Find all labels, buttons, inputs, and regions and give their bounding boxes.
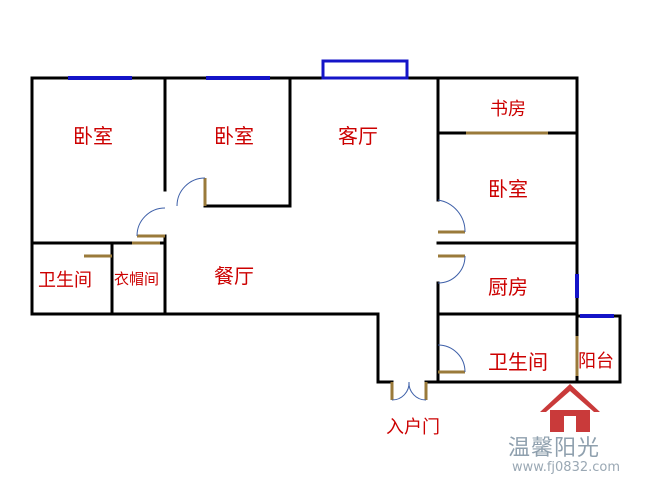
- room-label-bathroom-2: 卫生间: [488, 350, 548, 374]
- outer-walls: [30, 76, 579, 384]
- room-label-bathroom-1: 卫生间: [38, 270, 92, 291]
- room-label-kitchen: 厨房: [488, 275, 528, 299]
- window-living-room: [321, 59, 409, 80]
- room-label-balcony: 阳台: [578, 351, 614, 372]
- room-label-bedroom-1: 卧室: [73, 124, 113, 148]
- room-label-dining-room: 餐厅: [214, 264, 254, 288]
- room-label-bedroom-3: 卧室: [488, 177, 528, 201]
- room-label-cloakroom: 衣帽间: [114, 270, 160, 288]
- room-label-entrance: 入户门: [386, 417, 440, 438]
- doors: [84, 131, 579, 401]
- room-label-living-room: 客厅: [338, 124, 378, 148]
- house-logo-icon: [540, 384, 600, 432]
- room-label-study: 书房: [490, 99, 526, 120]
- watermark-text: 温馨阳光: [508, 436, 601, 461]
- interior-walls: [30, 76, 579, 384]
- watermark-url: www.fj0832.com: [512, 460, 621, 475]
- windows: [68, 59, 614, 318]
- room-label-bedroom-2: 卧室: [214, 124, 254, 148]
